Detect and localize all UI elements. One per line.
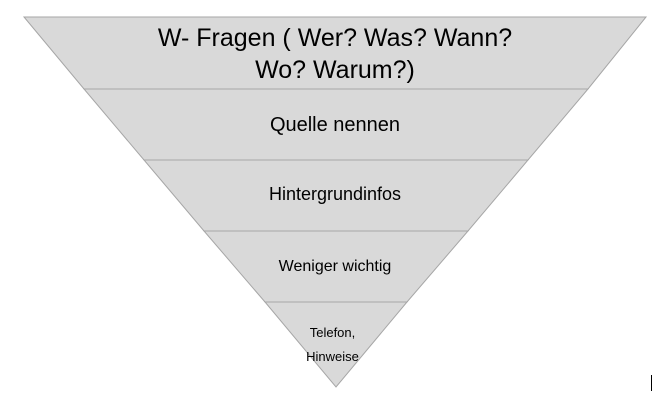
level-1-line-1: W- Fragen ( Wer? Was? Wann? bbox=[157, 24, 513, 52]
level-2-line-1: Quelle nennen bbox=[269, 114, 401, 136]
level-5-line-1: Telefon, bbox=[309, 325, 356, 340]
level-1-text: W- Fragen ( Wer? Was? Wann? Wo? Warum?) bbox=[100, 22, 570, 86]
level-1-line-2: Wo? Warum?) bbox=[255, 56, 415, 84]
level-4-line-1: Weniger wichtig bbox=[278, 258, 392, 275]
pyramid-level-5 bbox=[263, 301, 409, 388]
level-2-text: Quelle nennen bbox=[150, 113, 520, 138]
level-5-line-2: Hinweise bbox=[306, 349, 359, 364]
level-3-line-1: Hintergrundinfos bbox=[268, 184, 402, 204]
level-4-text: Weniger wichtig bbox=[230, 257, 440, 277]
level-3-text: Hintergrundinfos bbox=[200, 183, 470, 206]
level-5-text: Telefon, Hinweise bbox=[270, 321, 395, 369]
text-cursor-mark bbox=[651, 375, 652, 391]
